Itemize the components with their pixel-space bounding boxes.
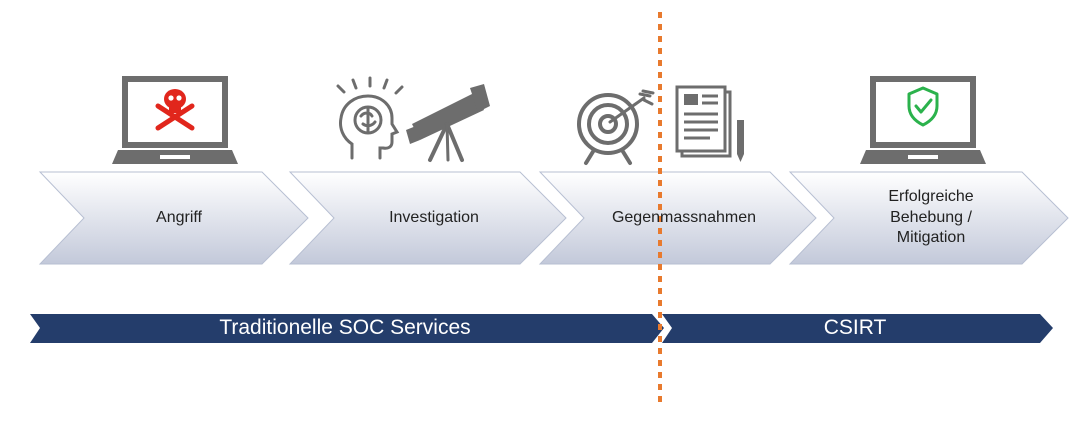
band-label-soc: Traditionelle SOC Services — [219, 316, 471, 339]
laptop-skull-icon — [112, 76, 238, 164]
chevron-step-2 — [288, 171, 567, 265]
chevron-step-4 — [788, 171, 1069, 265]
step-label-gegenmassnahmen: Gegenmassnahmen — [611, 208, 757, 226]
brain-head-icon — [336, 76, 404, 160]
skull-crossbones-icon — [155, 89, 195, 131]
step-label-behebung: Erfolgreiche Behebung / Mitigation — [888, 187, 974, 247]
band-soc — [30, 314, 664, 343]
target-document-icon — [577, 85, 744, 165]
target-icon — [577, 89, 655, 165]
laptop-shield-check-icon — [860, 76, 986, 164]
step-label-angriff: Angriff — [156, 208, 202, 226]
telescope-icon — [406, 84, 490, 162]
chevron-step-1 — [38, 171, 309, 265]
step-label-investigation: Investigation — [389, 208, 479, 226]
band-label-csirt: CSIRT — [823, 316, 887, 339]
document-pen-icon — [675, 85, 744, 162]
brain-telescope-icon — [336, 76, 490, 162]
chevron-step-3 — [538, 171, 817, 265]
band-csirt — [662, 314, 1053, 343]
shield-check-icon — [907, 86, 939, 127]
